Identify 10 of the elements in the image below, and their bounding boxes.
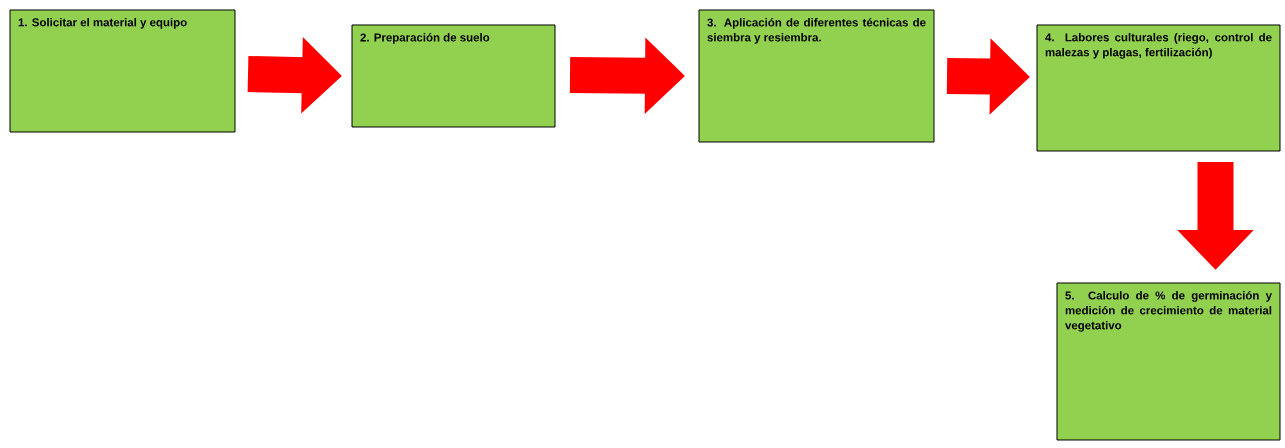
step-text: 5. Calculo de % de germinación y medición de crecimiento de material vegetativo <box>1065 291 1272 332</box>
step-text: 4. Labores culturales (riego, control de malezas y plagas, fertilización) <box>1045 33 1272 59</box>
process-box <box>351 24 556 128</box>
step-text: 1. Solicitar el material y equipo <box>18 18 187 29</box>
process-box <box>1056 282 1281 441</box>
process-box <box>9 9 236 133</box>
process-box <box>698 9 935 143</box>
step-text: 3. Aplicación de diferentes técnicas de siembra y resiembra. <box>707 18 926 44</box>
process-box <box>1036 24 1281 152</box>
step-text: 2. Preparación de suelo <box>360 33 490 44</box>
